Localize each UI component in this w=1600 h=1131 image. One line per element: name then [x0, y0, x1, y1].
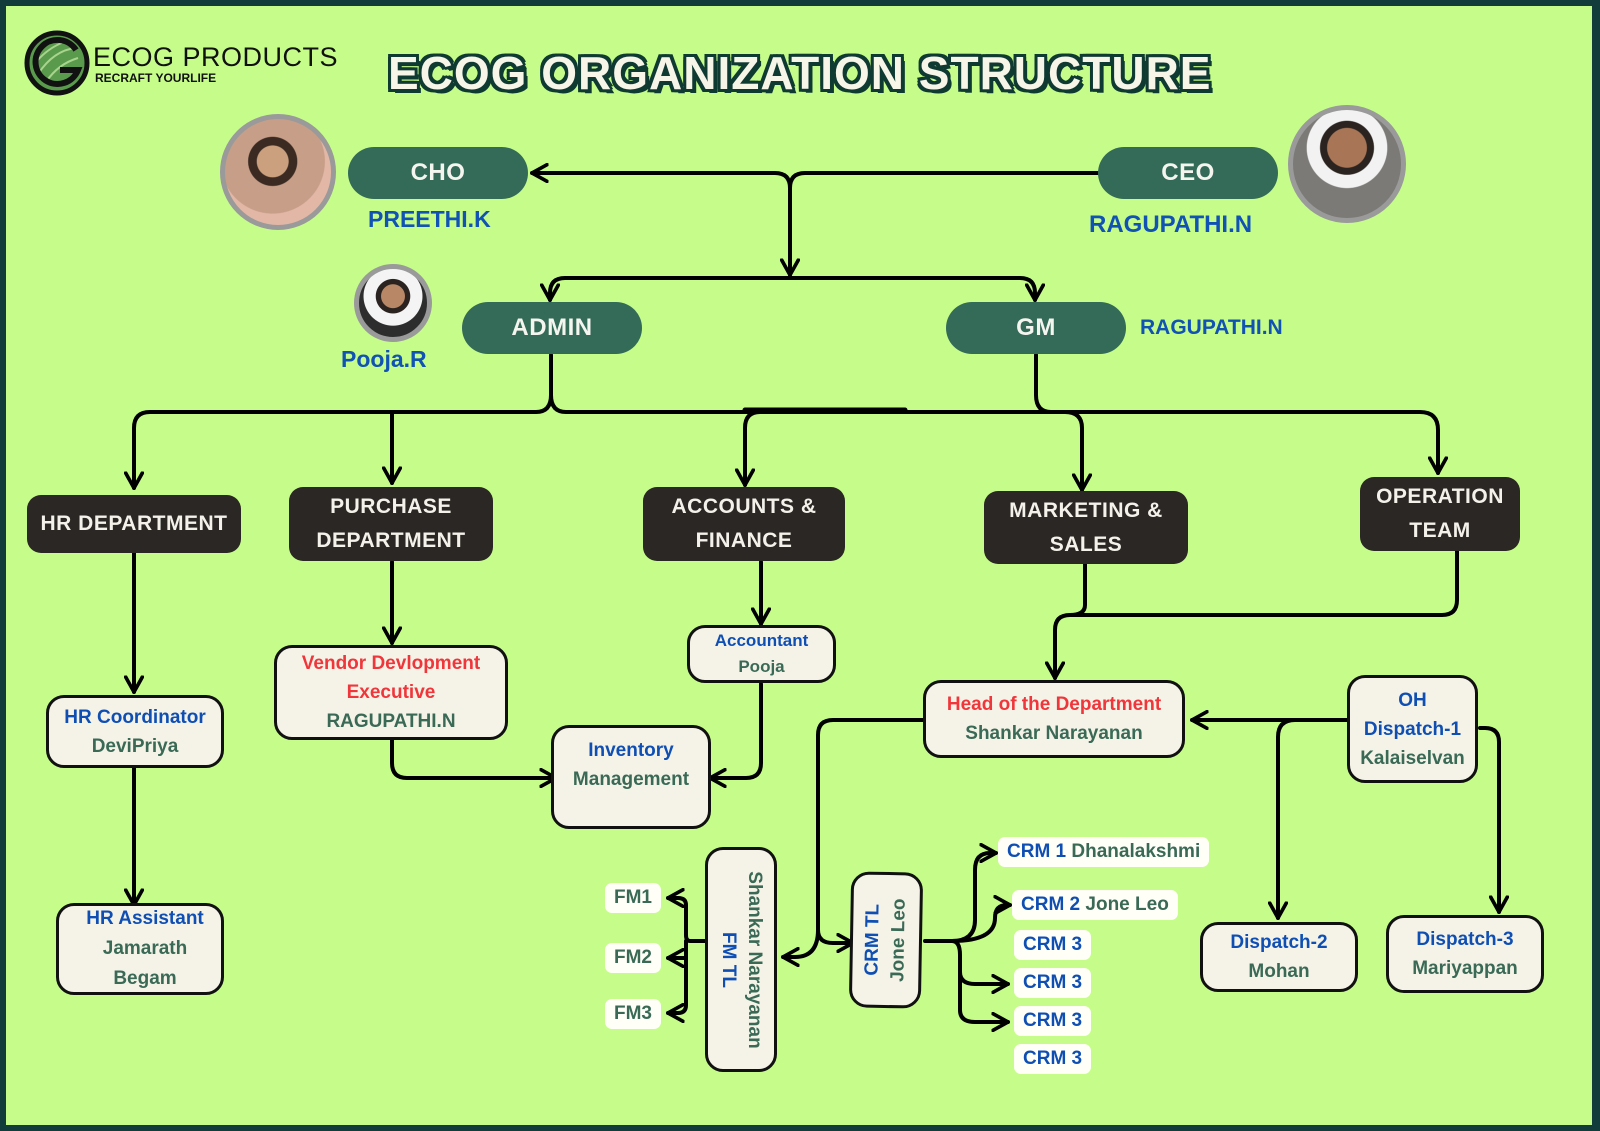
- crm-tl-role: CRM TL: [861, 903, 884, 976]
- dispatch3-name: Mariyappan: [1412, 958, 1518, 979]
- dept-operation[interactable]: OPERATION TEAM: [1360, 477, 1520, 551]
- gm-down-line: [1034, 353, 1053, 414]
- dispatch2-card[interactable]: Dispatch-2 Mohan: [1200, 922, 1358, 992]
- crm-member-2-code: CRM 2: [1021, 894, 1081, 915]
- leaf-g-logo-icon: [24, 30, 90, 96]
- admin-avatar: [354, 264, 432, 342]
- dispatch3-role: Dispatch-3: [1416, 929, 1514, 950]
- admin-down-line: [134, 353, 553, 490]
- dept-hr[interactable]: HR DEPARTMENT: [27, 495, 241, 553]
- admin-role: ADMIN: [511, 314, 593, 341]
- admin-node[interactable]: ADMIN: [462, 302, 642, 354]
- dept-hr-label: HR DEPARTMENT: [40, 512, 228, 535]
- dept-accounts-label-2: FINANCE: [695, 529, 793, 552]
- hr-coordinator-role: HR Coordinator: [64, 706, 206, 728]
- dept-marketing-label-2: SALES: [1049, 532, 1123, 556]
- dept-purchase[interactable]: PURCHASE DEPARTMENT: [289, 487, 493, 561]
- crm-member-1-code: CRM 1: [1007, 841, 1067, 862]
- ceo-avatar: [1288, 105, 1406, 223]
- dept-marketing[interactable]: MARKETING & SALES: [984, 491, 1188, 564]
- brand-name: ECOG PRODUCTS: [93, 42, 339, 72]
- vendor-exec-card[interactable]: Vendor Devlopment Executive RAGUPATHI.N: [274, 645, 508, 740]
- fm-tl-card[interactable]: Shankar Narayanan FM TL: [705, 847, 777, 1072]
- accountant-card[interactable]: Accountant Pooja: [687, 625, 836, 683]
- brand-tagline: RECRAFT YOURLIFE: [95, 71, 217, 85]
- crm-member-6[interactable]: CRM 3: [1014, 1044, 1092, 1074]
- accountant-name: Pooja: [738, 657, 785, 676]
- crm-member-1-name: Dhanalakshmi: [1071, 841, 1201, 862]
- hr-assistant-name-1: Jamarath: [102, 938, 188, 959]
- fm-tl-name: Shankar Narayanan: [744, 870, 765, 1049]
- inventory-role: Inventory: [588, 740, 674, 761]
- dispatch2-role: Dispatch-2: [1230, 932, 1328, 953]
- accountant-role: Accountant: [714, 631, 809, 650]
- page-title: ECOG ORGANIZATION STRUCTURE: [388, 47, 1212, 99]
- dispatch3-card[interactable]: Dispatch-3 Mariyappan: [1386, 915, 1544, 993]
- oh-dispatch1-card[interactable]: OH Dispatch-1 Kalaiselvan: [1347, 675, 1478, 783]
- ceo-name: RAGUPATHI.N: [1089, 211, 1253, 238]
- gm-name: RAGUPATHI.N: [1140, 316, 1283, 339]
- gm-node[interactable]: GM: [946, 302, 1126, 354]
- dept-marketing-label-1: MARKETING &: [1009, 498, 1163, 522]
- crm-tl-name: Jone Leo: [887, 898, 910, 983]
- vendor-exec-role-2: Executive: [346, 682, 436, 703]
- crm-member-2[interactable]: CRM 2 Jone Leo: [1012, 890, 1178, 920]
- fm-tl-role: FM TL: [718, 931, 739, 988]
- fm-member-1[interactable]: FM1: [605, 883, 661, 913]
- crm-member-5[interactable]: CRM 3: [1014, 1006, 1092, 1036]
- crm-member-2-name: Jone Leo: [1085, 894, 1169, 915]
- ceo-role: CEO: [1161, 159, 1215, 186]
- vendor-exec-name: RAGUPATHI.N: [326, 711, 456, 732]
- dept-purchase-label-2: DEPARTMENT: [316, 529, 466, 552]
- cho-name: PREETHI.K: [368, 206, 491, 232]
- inventory-name: Management: [572, 769, 690, 790]
- oh-dispatch1-role-2: Dispatch-1: [1363, 718, 1462, 740]
- dept-accounts-label-1: ACCOUNTS &: [671, 495, 817, 518]
- crm-tl-card[interactable]: CRM TL Jone Leo: [848, 871, 924, 1009]
- admin-name: Pooja.R: [341, 346, 427, 372]
- crm-member-3[interactable]: CRM 3: [1014, 930, 1092, 960]
- oh-dispatch1-role-1: OH: [1398, 689, 1427, 711]
- dept-accounts[interactable]: ACCOUNTS & FINANCE: [643, 487, 845, 561]
- dept-operation-label-1: OPERATION: [1376, 485, 1504, 508]
- split-admin-gm-line: [550, 276, 792, 302]
- hod-name: Shankar Narayanan: [965, 723, 1143, 744]
- hr-assistant-card[interactable]: HR Assistant Jamarath Begam: [56, 903, 224, 995]
- fm-member-3[interactable]: FM3: [605, 999, 661, 1029]
- hod-card[interactable]: Head of the Department Shankar Narayanan: [923, 680, 1185, 758]
- cho-node[interactable]: CHO: [348, 147, 528, 199]
- dept-operation-label-2: TEAM: [1409, 519, 1471, 542]
- oh-dispatch1-name: Kalaiselvan: [1360, 747, 1465, 769]
- hod-role: Head of the Department: [946, 694, 1162, 715]
- vendor-exec-role-1: Vendor Devlopment: [301, 653, 481, 674]
- hr-coordinator-card[interactable]: HR Coordinator DeviPriya: [46, 695, 224, 768]
- crm-member-4[interactable]: CRM 3: [1014, 968, 1092, 998]
- fm-member-2[interactable]: FM2: [605, 943, 661, 973]
- dispatch2-name: Mohan: [1248, 961, 1310, 982]
- crm-member-1[interactable]: CRM 1 Dhanalakshmi: [998, 837, 1210, 867]
- cho-role: CHO: [410, 159, 466, 186]
- hr-assistant-role: HR Assistant: [86, 908, 204, 929]
- hr-coordinator-name: DeviPriya: [91, 735, 179, 757]
- cho-avatar: [220, 114, 336, 230]
- ceo-node[interactable]: CEO: [1098, 147, 1278, 199]
- inventory-card[interactable]: Inventory Management: [551, 725, 711, 829]
- dept-purchase-label-1: PURCHASE: [330, 495, 452, 518]
- hr-assistant-name-2: Begam: [113, 968, 177, 989]
- brand-logo: [24, 30, 90, 96]
- gm-role: GM: [1016, 314, 1056, 341]
- ceo-to-cho-line: [532, 173, 1102, 188]
